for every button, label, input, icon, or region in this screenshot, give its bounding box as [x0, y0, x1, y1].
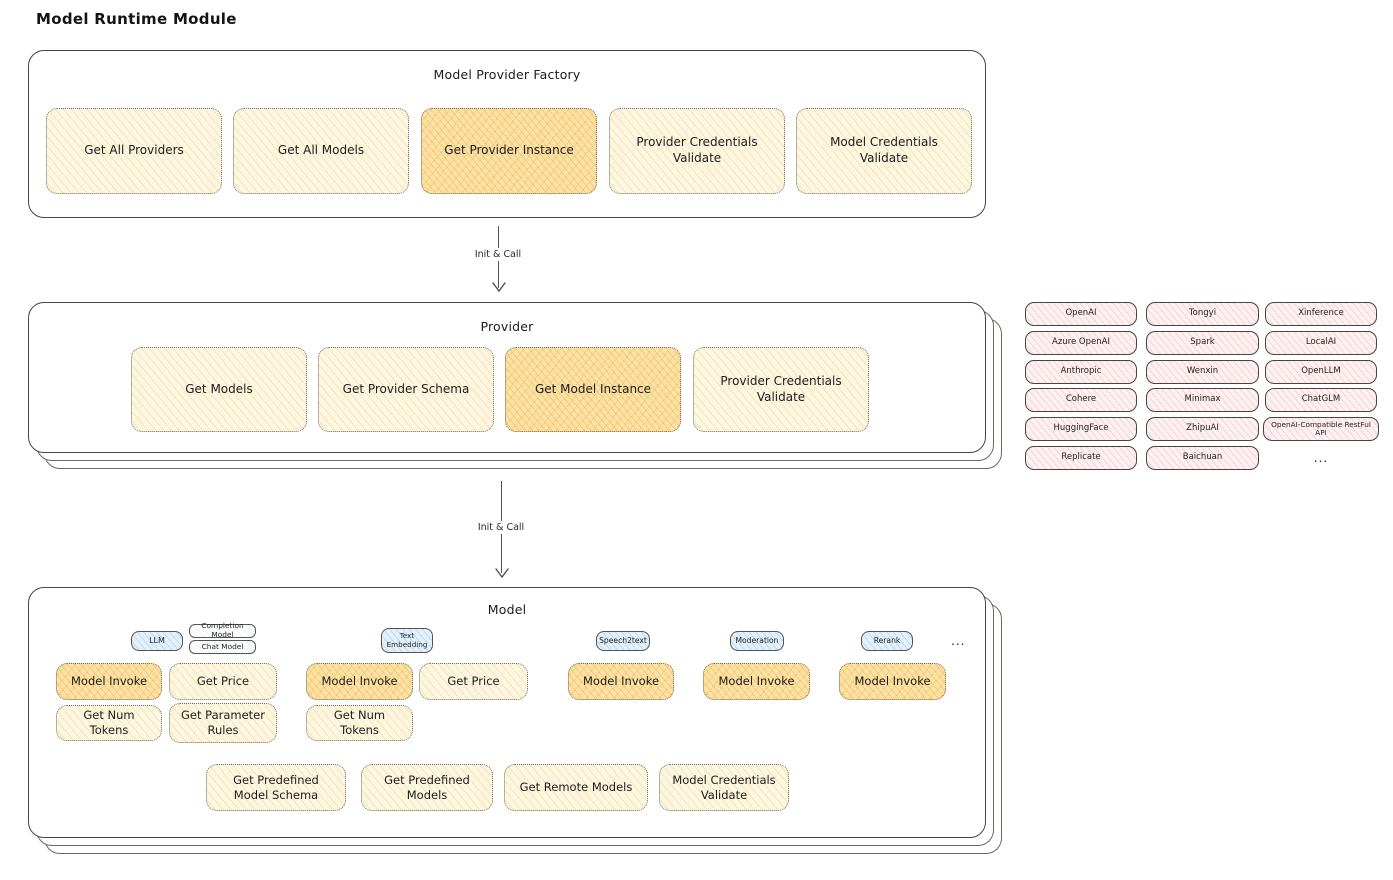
provider-pill-wenxin: Wenxin: [1146, 360, 1259, 384]
factory-title: Model Provider Factory: [433, 67, 581, 82]
box-get-provider-instance: Get Provider Instance: [421, 108, 597, 194]
box-get-num-tokens-embedding: Get Num Tokens: [306, 705, 413, 741]
tag-rerank: Rerank: [861, 631, 913, 651]
model-tags-more: ...: [951, 634, 966, 648]
box-model-invoke-llm: Model Invoke: [56, 663, 162, 700]
provider-panel: Provider Get Models Get Provider Schema …: [28, 302, 986, 453]
provider-pill-cohere: Cohere: [1025, 388, 1137, 412]
provider-title: Provider: [480, 319, 534, 334]
provider-pill-spark: Spark: [1146, 331, 1259, 355]
provider-pill-localai: LocalAI: [1265, 331, 1377, 355]
box-get-model-instance: Get Model Instance: [505, 347, 681, 432]
provider-pill-openai: OpenAI: [1025, 302, 1137, 326]
box-get-price-embedding: Get Price: [419, 663, 528, 700]
provider-pill-minimax: Minimax: [1146, 388, 1259, 412]
provider-pill-tongyi: Tongyi: [1146, 302, 1259, 326]
provider-pill-replicate: Replicate: [1025, 446, 1137, 470]
box-get-num-tokens-llm: Get Num Tokens: [56, 705, 162, 741]
tag-moderation: Moderation: [730, 631, 784, 651]
box-get-parameter-rules: Get Parameter Rules: [169, 703, 277, 743]
provider-pill-xinference: Xinference: [1265, 302, 1377, 326]
box-get-all-models: Get All Models: [233, 108, 409, 194]
provider-pill-huggingface: HuggingFace: [1025, 417, 1137, 441]
provider-list-more: ...: [1313, 451, 1329, 465]
model-title: Model: [487, 602, 527, 617]
provider-pill-azure-openai: Azure OpenAI: [1025, 331, 1137, 355]
provider-pill-zhipuai: ZhipuAI: [1146, 417, 1259, 441]
box-provider-credentials-validate-2: Provider Credentials Validate: [693, 347, 869, 432]
box-get-remote-models: Get Remote Models: [504, 764, 648, 811]
tag-completion-model: Completion Model: [189, 622, 256, 639]
page-title: Model Runtime Module: [36, 10, 237, 28]
provider-pill-openllm: OpenLLM: [1265, 360, 1377, 384]
tag-speech2text: Speech2text: [596, 631, 650, 651]
arrowhead-down-icon: [495, 568, 509, 578]
tag-chat-model: Chat Model: [189, 640, 256, 654]
provider-pill-openai-compatible: OpenAI-Compatible RestFul API: [1263, 417, 1379, 441]
provider-pill-anthropic: Anthropic: [1025, 360, 1137, 384]
tag-text-embedding: Text Embedding: [381, 628, 433, 653]
model-provider-factory-panel: Model Provider Factory Get All Providers…: [28, 50, 986, 218]
box-get-predefined-models: Get Predefined Models: [361, 764, 493, 811]
box-model-invoke-rerank: Model Invoke: [839, 663, 946, 700]
arrow-label-init-call-2: Init & Call: [472, 521, 530, 534]
box-model-credentials-validate: Model Credentials Validate: [796, 108, 972, 194]
box-get-predefined-model-schema: Get Predefined Model Schema: [206, 764, 346, 811]
provider-pill-baichuan: Baichuan: [1146, 446, 1259, 470]
box-model-credentials-validate-2: Model Credentials Validate: [659, 764, 789, 811]
box-get-models: Get Models: [131, 347, 307, 432]
arrowhead-down-icon: [492, 282, 506, 292]
box-model-invoke-embedding: Model Invoke: [306, 663, 413, 700]
model-panel: Model LLM Completion Model Chat Model Te…: [28, 587, 986, 838]
box-model-invoke-speech2text: Model Invoke: [568, 663, 674, 700]
arrow-label-init-call-1: Init & Call: [469, 248, 527, 261]
box-provider-credentials-validate: Provider Credentials Validate: [609, 108, 785, 194]
box-get-all-providers: Get All Providers: [46, 108, 222, 194]
provider-pill-chatglm: ChatGLM: [1265, 388, 1377, 412]
box-get-price-llm: Get Price: [169, 663, 277, 700]
box-model-invoke-moderation: Model Invoke: [703, 663, 810, 700]
box-get-provider-schema: Get Provider Schema: [318, 347, 494, 432]
tag-llm: LLM: [131, 631, 183, 651]
